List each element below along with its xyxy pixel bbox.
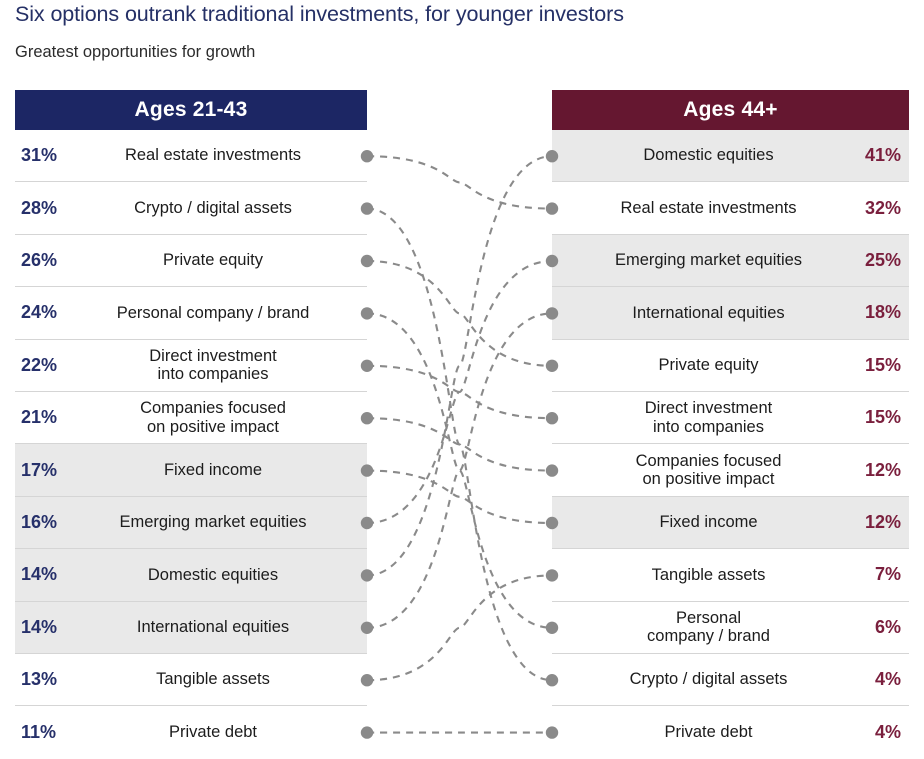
page-title: Six options outrank traditional investme… bbox=[15, 2, 624, 26]
table-row[interactable]: 16% Emerging market equities bbox=[15, 496, 367, 550]
connector-line bbox=[366, 574, 553, 682]
row-label: Fixed income bbox=[659, 513, 758, 532]
row-percent: 14% bbox=[21, 616, 58, 637]
row-percent: 13% bbox=[21, 669, 58, 690]
connector-line bbox=[366, 207, 553, 682]
column-header-right: Ages 44+ bbox=[552, 90, 909, 130]
page-subtitle: Greatest opportunities for growth bbox=[15, 43, 256, 61]
row-percent: 15% bbox=[864, 407, 901, 428]
row-percent: 11% bbox=[21, 721, 57, 742]
table-row[interactable]: 13% Tangible assets bbox=[15, 653, 367, 707]
row-label: Private debt bbox=[168, 723, 258, 742]
row-label: Emerging market equities bbox=[119, 513, 307, 532]
table-row[interactable]: Fixed income 12% bbox=[552, 496, 909, 550]
row-percent: 17% bbox=[21, 459, 58, 480]
table-column-right: Domestic equities 41% Real estate investme… bbox=[552, 130, 909, 759]
row-label: Private debt bbox=[664, 723, 753, 742]
table-row[interactable]: 14% Domestic equities bbox=[15, 549, 367, 602]
row-label: International equities bbox=[136, 617, 290, 636]
table-row[interactable]: Domestic equities 41% bbox=[552, 130, 909, 183]
row-percent: 18% bbox=[864, 302, 901, 323]
table-row[interactable]: 28% Crypto / digital assets bbox=[15, 182, 367, 235]
table-row[interactable]: 31% Real estate investments bbox=[15, 130, 367, 183]
row-label: Private equity bbox=[658, 356, 759, 375]
row-percent: 15% bbox=[864, 354, 901, 375]
row-percent: 21% bbox=[21, 407, 58, 428]
connector-line bbox=[366, 259, 553, 525]
row-percent: 16% bbox=[21, 511, 58, 532]
connector-line bbox=[366, 364, 553, 420]
row-percent: 4% bbox=[874, 669, 901, 690]
row-percent: 26% bbox=[21, 249, 58, 270]
row-label: Fixed income bbox=[163, 460, 263, 479]
row-label: Private equity bbox=[163, 251, 263, 270]
table-column-left: 31% Real estate investments 28% Crypto / di… bbox=[15, 130, 367, 759]
connector-line bbox=[366, 469, 553, 525]
row-percent: 14% bbox=[21, 564, 58, 585]
row-label: Domestic equities bbox=[643, 146, 774, 165]
table-row[interactable]: 26% Private equity bbox=[15, 234, 367, 288]
table-row[interactable]: International equities 18% bbox=[552, 287, 909, 340]
row-label: Tangible assets bbox=[156, 670, 270, 689]
connector-line bbox=[366, 259, 553, 367]
row-label: Real estate investments bbox=[620, 198, 797, 217]
table-row[interactable]: 24% Personal company / brand bbox=[15, 287, 367, 340]
row-percent: 31% bbox=[21, 145, 58, 166]
row-percent: 32% bbox=[864, 197, 901, 218]
row-label: Domestic equities bbox=[147, 565, 279, 584]
row-label: Personal company / brand bbox=[116, 303, 310, 322]
connector-line bbox=[366, 155, 553, 210]
row-percent: 28% bbox=[21, 197, 58, 218]
row-percent: 12% bbox=[864, 459, 901, 480]
column-header-left: Ages 21-43 bbox=[15, 90, 367, 130]
table-row[interactable]: 11% Private debt bbox=[15, 706, 367, 759]
table-row[interactable]: Crypto / digital assets 4% bbox=[552, 653, 909, 707]
row-label: International equities bbox=[632, 303, 785, 322]
row-label: Tangible assets bbox=[651, 565, 766, 584]
row-label: Real estate investments bbox=[124, 146, 302, 165]
table-row[interactable]: 14% International equities bbox=[15, 601, 367, 654]
row-percent: 4% bbox=[874, 721, 901, 742]
table-row[interactable]: Emerging market equities 25% bbox=[552, 234, 909, 288]
row-label: Emerging market equities bbox=[614, 251, 803, 270]
row-percent: 6% bbox=[874, 616, 901, 637]
table-row[interactable]: Private debt 4% bbox=[552, 706, 909, 759]
row-label: Crypto / digital assets bbox=[134, 198, 292, 217]
table-row[interactable]: 17% Fixed income bbox=[15, 444, 367, 497]
table-row[interactable]: Private equity 15% bbox=[552, 339, 909, 392]
row-percent: 22% bbox=[21, 354, 58, 375]
connector-line bbox=[366, 312, 553, 629]
table-row[interactable]: Real estate investments 32% bbox=[552, 182, 909, 235]
connector-line bbox=[366, 417, 553, 472]
row-percent: 24% bbox=[21, 302, 58, 323]
row-percent: 25% bbox=[864, 249, 901, 270]
connector-line bbox=[366, 155, 553, 577]
row-percent: 41% bbox=[864, 145, 901, 166]
table-row[interactable]: Tangible assets 7% bbox=[552, 549, 909, 602]
row-label: Crypto / digital assets bbox=[629, 670, 788, 689]
row-percent: 12% bbox=[864, 511, 901, 532]
row-percent: 7% bbox=[874, 564, 901, 585]
connector-line bbox=[366, 312, 553, 629]
